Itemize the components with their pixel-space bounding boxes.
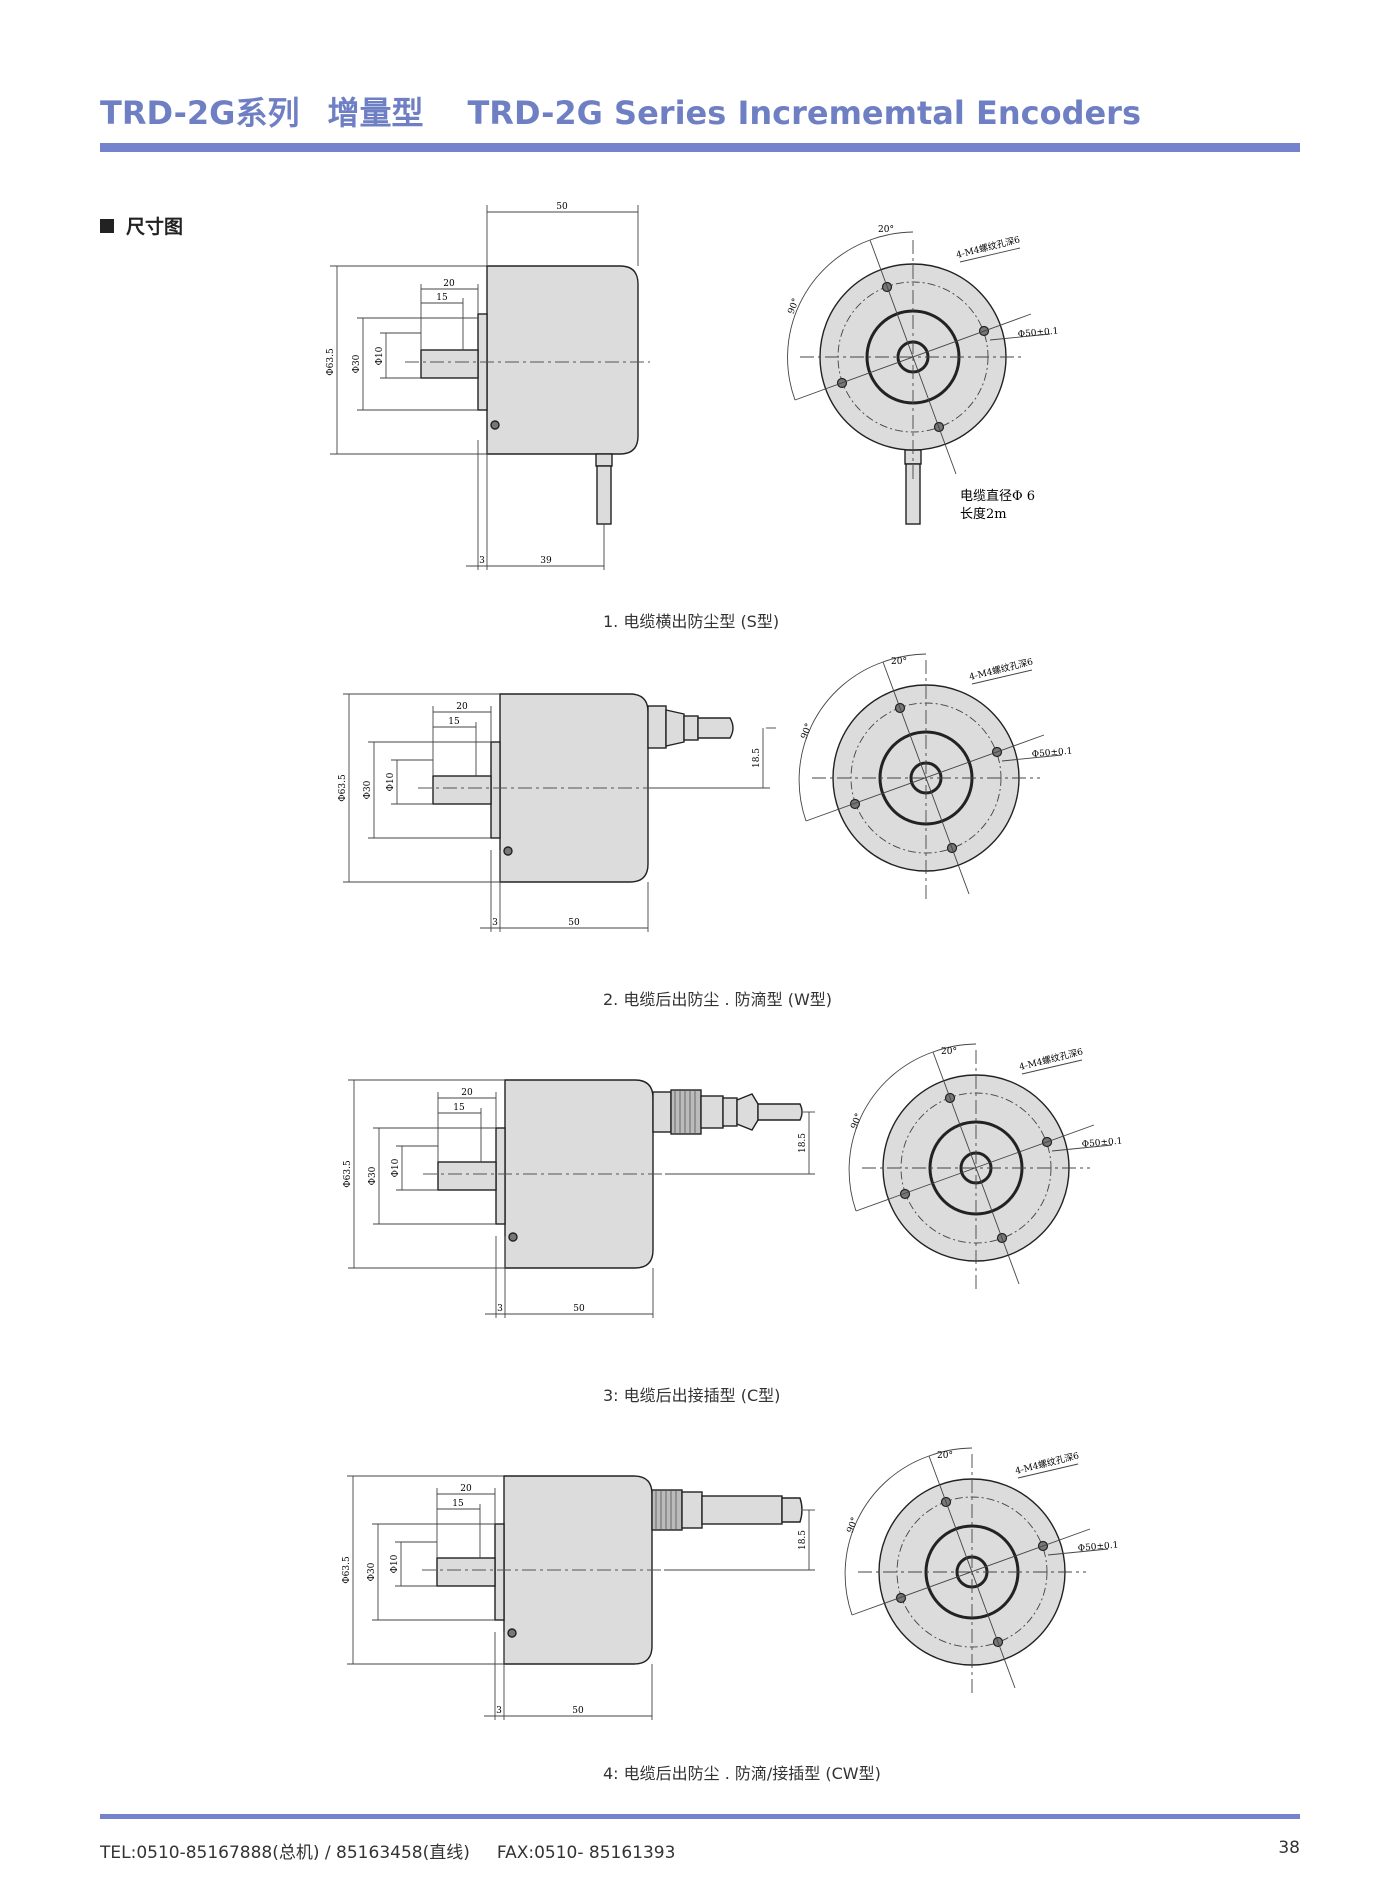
angle-20: 20° (878, 225, 894, 235)
dim-body-dia: Φ63.5 (338, 774, 348, 802)
caption-cw-type: 4: 电缆后出防尘 . 防滴/接插型 (CW型) (603, 1764, 881, 1783)
caption-s-type: 1. 电缆横出防尘型 (S型) (603, 612, 780, 631)
cable (757, 1103, 803, 1121)
angle-90: 90° (800, 722, 815, 740)
angle-20: 20° (891, 657, 907, 667)
series-title-cn: TRD-2G系列 (100, 94, 300, 132)
dim-spigot-dia: Φ30 (368, 1166, 378, 1185)
dim-offset: 18.5 (798, 1530, 808, 1550)
dim-flange: 3 (479, 556, 485, 566)
angle-90: 90° (850, 1112, 865, 1130)
drawing-cw-type: 50 20 15 Φ63.5 Φ30 Φ10 3 18.5 20° 90° 4-… (342, 1447, 1119, 1720)
drawing-c-type: 50 20 15 Φ63.5 Φ30 Φ10 3 18.5 20° 90° 4-… (343, 1043, 1123, 1318)
drawing-w-type: 50 20 15 Φ63.5 Φ30 Φ10 3 18.5 20° 90° 4-… (338, 653, 1073, 932)
mount-hole-icon (895, 1592, 907, 1604)
bullet-square-icon (100, 218, 114, 233)
dim-length: 50 (568, 918, 580, 928)
dim-flat-length: 15 (448, 717, 460, 727)
dim-shaft-length: 20 (456, 702, 468, 712)
drawing-s-type: 50 20 15 Φ63.5 Φ30 Φ10 3 39 20° 90° 4-M4… (326, 202, 1059, 570)
dim-shaft-dia: Φ10 (375, 346, 385, 365)
dim-spigot-dia: Φ30 (363, 780, 373, 799)
flange (495, 1127, 506, 1225)
dim-length: 50 (573, 1304, 585, 1314)
cable-note-1: 电缆直径Φ 6 (960, 488, 1035, 504)
pcd-spec: Φ50±0.1 (1081, 1136, 1122, 1150)
shaft (437, 1161, 497, 1191)
angle-20: 20° (941, 1047, 957, 1057)
dim-length: 50 (572, 1706, 584, 1716)
angle-20: 20° (937, 1451, 953, 1461)
mount-hole-icon (849, 798, 861, 810)
dim-cable-pos: 39 (540, 556, 552, 566)
caption-c-type: 3: 电缆后出接插型 (C型) (603, 1386, 781, 1405)
holes-spec: 4-M4螺纹孔深6 (1018, 1045, 1085, 1073)
dim-spigot-dia: Φ30 (352, 354, 362, 373)
dim-shaft-dia: Φ10 (390, 1554, 400, 1573)
header-divider (100, 143, 1300, 152)
dim-flat-length: 15 (452, 1499, 464, 1509)
dim-flat-length: 15 (436, 293, 448, 303)
dim-shaft-length: 20 (460, 1484, 472, 1494)
dim-flange: 3 (492, 918, 498, 928)
dim-flange: 3 (497, 1304, 503, 1314)
flange (490, 741, 501, 839)
dim-body-dia: Φ63.5 (326, 348, 336, 376)
section-heading: 尺寸图 (100, 212, 183, 239)
flange (494, 1523, 505, 1621)
page-number: 38 (1278, 1838, 1300, 1858)
caption-w-type: 2. 电缆后出防尘 . 防滴型 (W型) (603, 990, 833, 1009)
holes-spec: 4-M4螺纹孔深6 (1014, 1449, 1081, 1477)
mount-hole-icon (899, 1188, 911, 1200)
dim-offset: 18.5 (752, 748, 762, 768)
screw-icon (508, 1232, 518, 1242)
connector-knurl (670, 1089, 702, 1135)
section-title: 尺寸图 (126, 216, 184, 238)
angle-90: 90° (787, 297, 802, 315)
footer-contact: TEL:0510-85167888(总机) / 85163458(直线) FAX… (100, 1843, 676, 1863)
dim-shaft-dia: Φ10 (386, 772, 396, 791)
page-header: TRD-2G系列 增量型 TRD-2G Series Incrememtal E… (100, 88, 1141, 132)
shaft (432, 775, 492, 805)
connector-socket (652, 1091, 672, 1133)
connector-knurl (651, 1489, 683, 1531)
dim-body-dia: Φ63.5 (343, 1160, 353, 1188)
cable-note-2: 长度2m (960, 506, 1007, 522)
cable (596, 465, 612, 525)
screw-icon (507, 1628, 517, 1638)
cable-front (905, 463, 921, 525)
shaft (420, 349, 479, 379)
dim-flange: 3 (496, 1706, 502, 1716)
encoder-type-cn: 增量型 (327, 94, 424, 132)
holes-spec: 4-M4螺纹孔深6 (955, 233, 1022, 261)
protective-boot (701, 1495, 783, 1525)
encoder-body-side (486, 265, 639, 455)
dim-flat-length: 15 (453, 1103, 465, 1113)
dim-shaft-length: 20 (461, 1088, 473, 1098)
screw-icon (490, 420, 500, 430)
shaft (436, 1557, 496, 1587)
pcd-spec: Φ50±0.1 (1031, 746, 1072, 760)
cable (781, 1497, 803, 1523)
dim-length: 50 (556, 202, 568, 212)
series-title-en: TRD-2G Series Incrememtal Encoders (467, 94, 1141, 132)
dim-spigot-dia: Φ30 (367, 1562, 377, 1581)
pcd-spec: Φ50±0.1 (1077, 1540, 1118, 1554)
pcd-spec: Φ50±0.1 (1017, 326, 1058, 340)
holes-spec: 4-M4螺纹孔深6 (968, 655, 1035, 683)
cable-gland (647, 705, 667, 749)
footer-divider (100, 1814, 1300, 1819)
angle-90: 90° (846, 1516, 861, 1534)
dim-shaft-dia: Φ10 (391, 1158, 401, 1177)
dim-shaft-length: 20 (443, 279, 455, 289)
dim-body-dia: Φ63.5 (342, 1556, 352, 1584)
cable (697, 717, 734, 739)
screw-icon (503, 846, 513, 856)
dim-offset: 18.5 (798, 1133, 808, 1153)
